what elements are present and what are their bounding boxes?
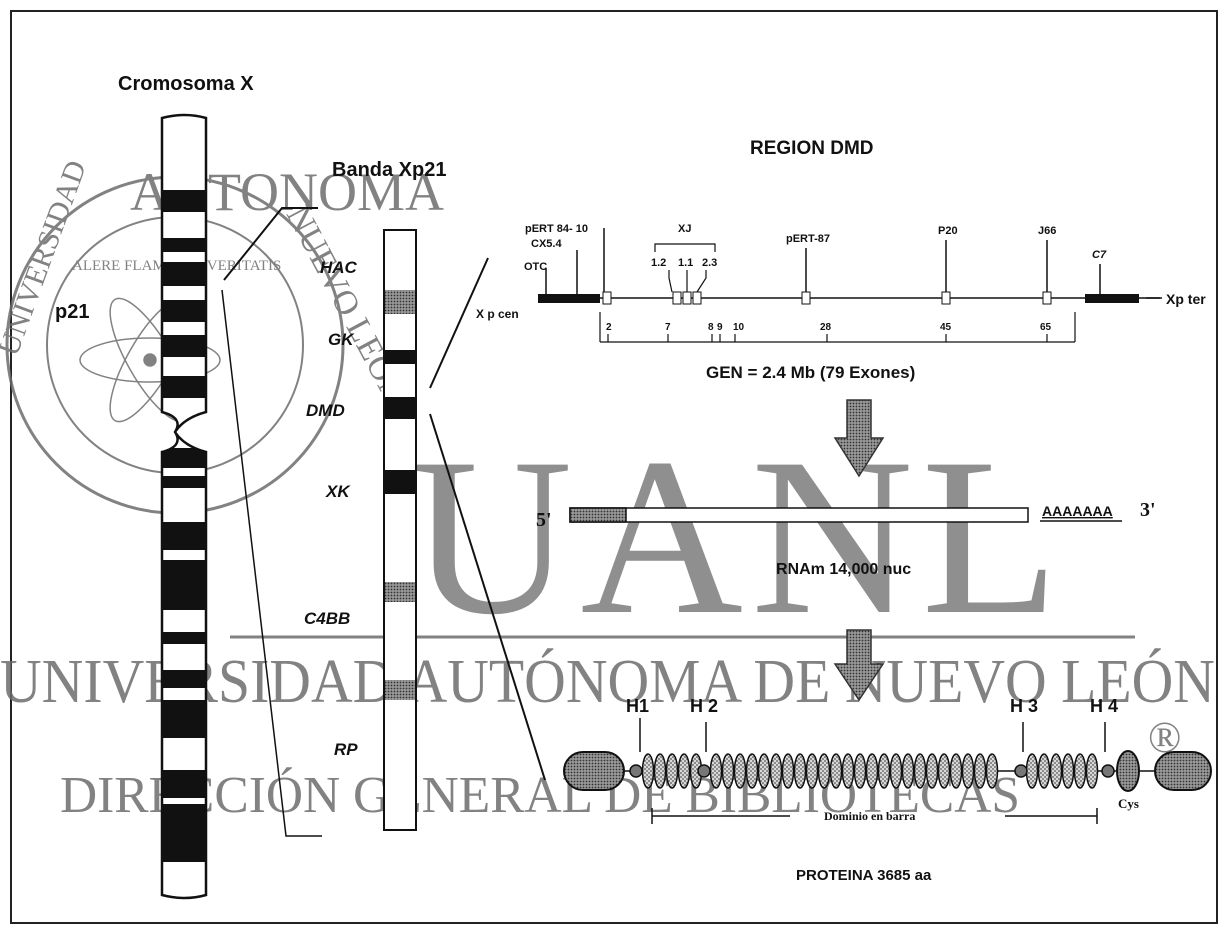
- protein-structure: [564, 718, 1211, 791]
- cys-label: Cys: [1118, 796, 1139, 811]
- spectrin-repeat: [667, 754, 678, 788]
- spectrin-repeat: [891, 754, 902, 788]
- hinge-h2: [698, 765, 710, 777]
- region-left-end: X p cen: [476, 307, 519, 321]
- spectrin-repeat: [783, 754, 794, 788]
- chromosome-title: Cromosoma X: [118, 73, 254, 95]
- marker-cx54: CX5.4: [531, 238, 562, 250]
- zoom-line-lower: [222, 290, 322, 836]
- spectrin-repeat: [1075, 754, 1086, 788]
- region-marker-labels: pERT 84- 10 CX5.4 OTC XJ 1.2 1.1 2.3 pER…: [524, 223, 1107, 273]
- spectrin-repeat: [655, 754, 666, 788]
- exon-label-65: 65: [1040, 322, 1052, 333]
- rod-domain-label: Dominio en barra: [824, 809, 915, 823]
- spectrin-repeat: [927, 754, 938, 788]
- spectrin-repeat: [1063, 754, 1074, 788]
- gene-label-xk: XK: [325, 482, 351, 501]
- exon-label-28: 28: [820, 322, 832, 333]
- spectrin-repeat: [711, 754, 722, 788]
- spectrin-repeat: [879, 754, 890, 788]
- spectrin-repeat: [903, 754, 914, 788]
- hinge-label-h4: H 4: [1090, 696, 1118, 716]
- n-terminal-domain: [564, 752, 624, 790]
- spectrin-repeat: [643, 754, 654, 788]
- protein-caption: PROTEINA 3685 aa: [796, 867, 932, 884]
- p21-label: p21: [55, 301, 89, 323]
- spectrin-repeat: [795, 754, 806, 788]
- mrna-five-prime: 5': [536, 509, 552, 531]
- marker-pert84: pERT 84- 10: [525, 223, 588, 235]
- spectrin-repeat: [915, 754, 926, 788]
- hinge-label-h3: H 3: [1010, 696, 1038, 716]
- spectrin-repeat: [747, 754, 758, 788]
- university-seal: AUTONOMA UNIVERSIDAD NUEVO LEON ALERE FL…: [0, 156, 444, 513]
- spectrin-repeat: [819, 754, 830, 788]
- band-title: Banda Xp21: [332, 159, 446, 181]
- spectrin-repeat: [843, 754, 854, 788]
- exon-label-9: 9: [717, 322, 723, 333]
- marker-xj: XJ: [678, 223, 691, 235]
- region-title: REGION DMD: [750, 138, 874, 159]
- exon-label-10: 10: [733, 322, 745, 333]
- marker-p20: P20: [938, 225, 958, 237]
- hinge-h3: [1015, 765, 1027, 777]
- spectrin-repeat: [951, 754, 962, 788]
- spectrin-repeat: [1039, 754, 1050, 788]
- mrna-three-prime: 3': [1140, 499, 1156, 521]
- spectrin-repeat: [759, 754, 770, 788]
- hinge-label-h2: H 2: [690, 696, 718, 716]
- marker-pert87: pERT-87: [786, 233, 830, 245]
- spectrin-repeat: [867, 754, 878, 788]
- spectrin-repeat: [855, 754, 866, 788]
- spectrin-repeat: [723, 754, 734, 788]
- exon-number-labels: 2 7 8 9 10 28 45 65: [606, 322, 1052, 333]
- marker-otc: OTC: [524, 261, 547, 273]
- exon-label-2: 2: [606, 322, 612, 333]
- cys-domain: [1117, 751, 1139, 791]
- region-map: [538, 228, 1160, 342]
- watermark-letters: UANL: [410, 411, 1067, 661]
- hinge-h4: [1102, 765, 1114, 777]
- spectrin-repeat: [807, 754, 818, 788]
- spectrin-repeat: [771, 754, 782, 788]
- spectrin-repeat: [735, 754, 746, 788]
- spectrin-repeat: [963, 754, 974, 788]
- marker-c7: C7: [1092, 249, 1107, 261]
- spectrin-repeat: [679, 754, 690, 788]
- mrna-bar: [570, 508, 1028, 522]
- region-right-end: Xp ter: [1166, 291, 1206, 307]
- mrna-poly-a: AAAAAAA: [1042, 503, 1113, 519]
- hinge-label-h1: H1: [626, 696, 649, 716]
- c-terminal-domain: [1155, 752, 1211, 790]
- gene-caption: GEN = 2.4 Mb (79 Exones): [706, 363, 915, 382]
- marker-j66: J66: [1038, 225, 1056, 237]
- gene-label-dmd: DMD: [306, 401, 345, 420]
- spectrin-repeat: [1087, 754, 1098, 788]
- band-xp21: [384, 230, 416, 830]
- gene-label-c4bb: C4BB: [304, 609, 350, 628]
- spectrin-repeat: [939, 754, 950, 788]
- marker-xj-23: 2.3: [702, 257, 717, 269]
- spectrin-repeat: [975, 754, 986, 788]
- gene-label-rp: RP: [334, 740, 358, 759]
- exon-label-8: 8: [708, 322, 714, 333]
- spectrin-repeat: [1027, 754, 1038, 788]
- zoom-line-region: [430, 258, 488, 388]
- spectrin-repeat: [987, 754, 998, 788]
- exon-label-45: 45: [940, 322, 952, 333]
- marker-xj-11: 1.1: [678, 257, 693, 269]
- gene-label-gk: GK: [328, 330, 355, 349]
- mrna-caption: RNAm 14,000 nuc: [776, 561, 911, 578]
- gene-label-hac: HAC: [320, 258, 358, 277]
- spectrin-repeat: [1051, 754, 1062, 788]
- spectrin-repeat: [831, 754, 842, 788]
- exon-label-7: 7: [665, 322, 671, 333]
- hinge-h1: [630, 765, 642, 777]
- marker-xj-12: 1.2: [651, 257, 666, 269]
